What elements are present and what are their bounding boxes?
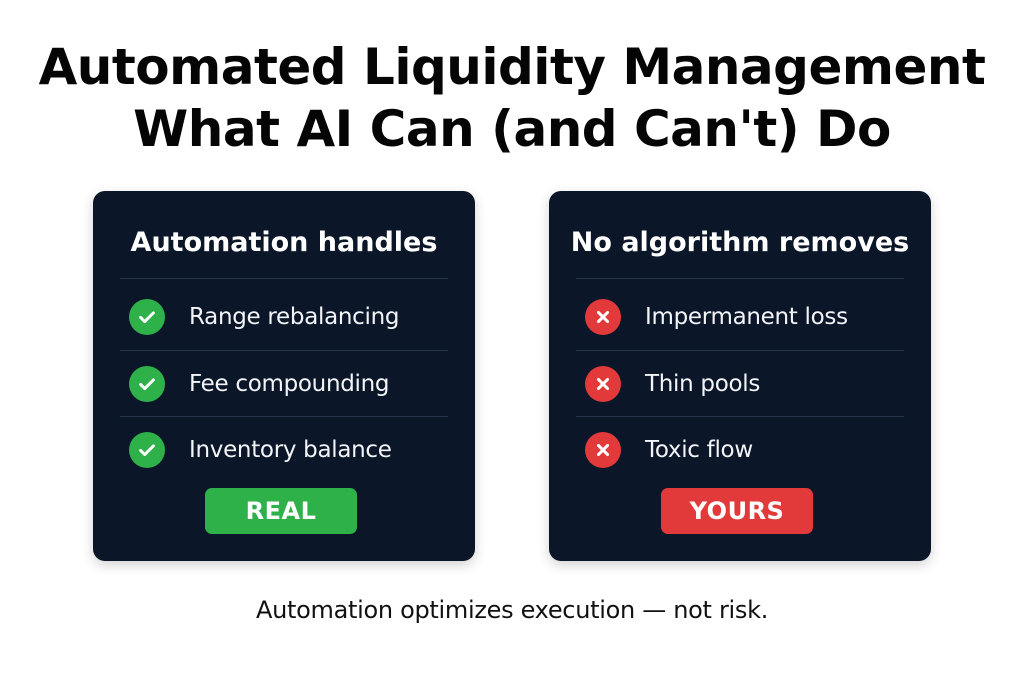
list-item: Fee compounding: [120, 351, 448, 417]
divider: [120, 278, 448, 279]
algorithm-limits-card: No algorithm removes Impermanent loss Th…: [549, 191, 931, 561]
list-item: Inventory balance: [120, 417, 448, 483]
list-item-label: Inventory balance: [189, 437, 392, 463]
list-item: Impermanent loss: [576, 284, 904, 350]
x-icon: [585, 366, 621, 402]
yours-badge: YOURS: [661, 488, 813, 534]
divider: [576, 278, 904, 279]
divider: [120, 350, 448, 351]
card-heading: Automation handles: [130, 227, 438, 258]
list-item-label: Toxic flow: [645, 437, 753, 463]
check-icon: [129, 299, 165, 335]
list-item-label: Impermanent loss: [645, 304, 848, 330]
check-icon: [129, 366, 165, 402]
list-item: Toxic flow: [576, 417, 904, 483]
list-item-label: Thin pools: [645, 371, 761, 397]
x-icon: [585, 432, 621, 468]
divider: [120, 416, 448, 417]
footer-caption: Automation optimizes execution — not ris…: [255, 596, 769, 624]
automation-handles-card: Automation handles Range rebalancing Fee…: [93, 191, 475, 561]
check-icon: [129, 432, 165, 468]
real-badge: REAL: [205, 488, 357, 534]
divider: [576, 416, 904, 417]
page-title: Automated Liquidity Management What AI C…: [0, 36, 1024, 160]
card-heading: No algorithm removes: [570, 227, 910, 258]
title-line-1: Automated Liquidity Management: [38, 38, 986, 96]
divider: [576, 350, 904, 351]
x-icon: [585, 299, 621, 335]
title-line-2: What AI Can (and Can't) Do: [133, 100, 891, 158]
list-item: Range rebalancing: [120, 284, 448, 350]
list-item-label: Fee compounding: [189, 371, 390, 397]
list-item-label: Range rebalancing: [189, 304, 400, 330]
list-item: Thin pools: [576, 351, 904, 417]
